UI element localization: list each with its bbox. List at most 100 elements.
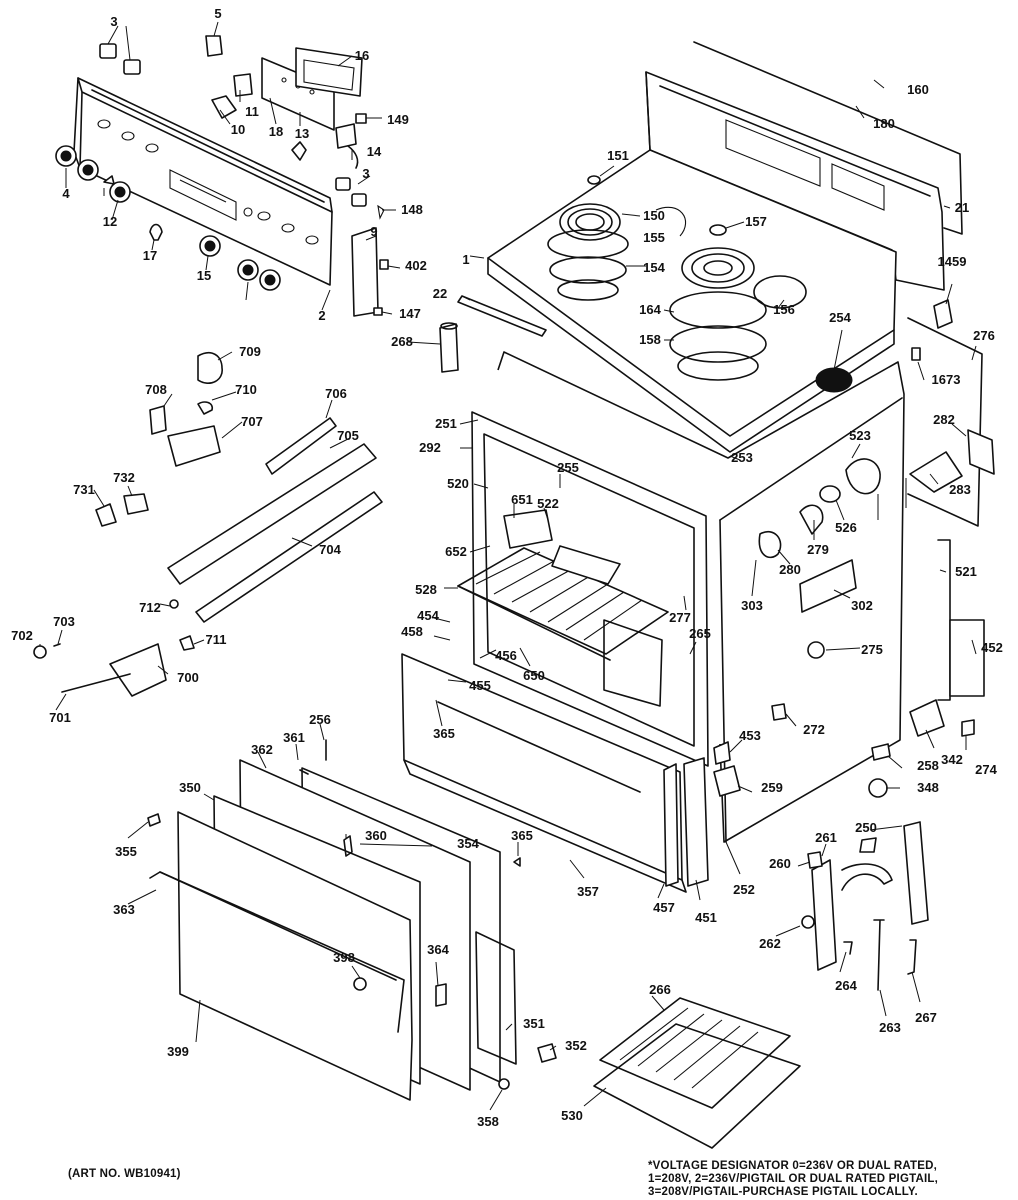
part-label: 456 bbox=[495, 648, 517, 663]
part-label: 455 bbox=[469, 678, 491, 693]
part-label: 156 bbox=[773, 302, 795, 317]
broiler-pan bbox=[593, 997, 801, 1149]
part-label: 258 bbox=[917, 758, 939, 773]
part-label: 282 bbox=[933, 412, 955, 427]
part-label: 22 bbox=[433, 286, 447, 301]
oven-door-assembly bbox=[147, 739, 557, 1101]
oven-racks bbox=[457, 509, 669, 707]
part-label: 361 bbox=[283, 730, 305, 745]
part-label: 151 bbox=[607, 148, 629, 163]
part-label: 255 bbox=[557, 460, 579, 475]
part-label: 148 bbox=[401, 202, 423, 217]
part-label: 5 bbox=[214, 6, 221, 21]
part-label: 180 bbox=[873, 116, 895, 131]
part-label: 263 bbox=[879, 1020, 901, 1035]
broiler-parts bbox=[33, 352, 383, 697]
part-label: 256 bbox=[309, 712, 331, 727]
part-label: 1673 bbox=[932, 372, 961, 387]
part-label: 253 bbox=[731, 450, 753, 465]
part-label: 702 bbox=[11, 628, 33, 643]
part-label: 520 bbox=[447, 476, 469, 491]
part-label: 351 bbox=[523, 1016, 545, 1031]
voltage-note-line: 1=208V, 2=236V/PIGTAIL OR DUAL RATED PIG… bbox=[648, 1173, 938, 1185]
part-label: 292 bbox=[419, 440, 441, 455]
part-label: 262 bbox=[759, 936, 781, 951]
part-label: 254 bbox=[829, 310, 851, 325]
part-label: 265 bbox=[689, 626, 711, 641]
part-label: 530 bbox=[561, 1108, 583, 1123]
part-label: 348 bbox=[917, 780, 939, 795]
part-label: 9 bbox=[370, 224, 377, 239]
part-label: 398 bbox=[333, 950, 355, 965]
part-label: 147 bbox=[399, 306, 421, 321]
leader-lines bbox=[39, 21, 977, 1111]
voltage-note: *VOLTAGE DESIGNATOR 0=236V OR DUAL RATED… bbox=[648, 1160, 938, 1199]
part-label: 303 bbox=[741, 598, 763, 613]
part-label: 21 bbox=[955, 200, 969, 215]
part-label: 451 bbox=[695, 910, 717, 925]
part-label: 250 bbox=[855, 820, 877, 835]
part-label: 13 bbox=[295, 126, 309, 141]
part-label: 164 bbox=[639, 302, 661, 317]
part-label: 362 bbox=[251, 742, 273, 757]
part-label: 454 bbox=[417, 608, 439, 623]
part-label: 155 bbox=[643, 230, 665, 245]
part-label: 158 bbox=[639, 332, 661, 347]
part-label: 10 bbox=[231, 122, 245, 137]
part-label: 268 bbox=[391, 334, 413, 349]
part-label: 160 bbox=[907, 82, 929, 97]
part-label: 274 bbox=[975, 762, 997, 777]
part-label: 261 bbox=[815, 830, 837, 845]
surface-elements bbox=[547, 175, 807, 381]
panel-switches bbox=[99, 35, 389, 317]
part-label: 16 bbox=[355, 48, 369, 63]
part-label: 266 bbox=[649, 982, 671, 997]
part-label: 711 bbox=[206, 632, 227, 647]
part-label: 259 bbox=[761, 780, 783, 795]
part-label: 302 bbox=[851, 598, 873, 613]
part-label: 712 bbox=[139, 600, 161, 615]
part-label: 267 bbox=[915, 1010, 937, 1025]
hinge-assembly bbox=[801, 821, 929, 991]
part-label: 706 bbox=[325, 386, 347, 401]
part-label: 365 bbox=[511, 828, 533, 843]
part-label: 652 bbox=[445, 544, 467, 559]
part-label: 350 bbox=[179, 780, 201, 795]
part-label: 157 bbox=[745, 214, 767, 229]
part-label: 357 bbox=[577, 884, 599, 899]
part-label: 355 bbox=[115, 844, 137, 859]
control-knobs bbox=[55, 145, 281, 291]
part-label: 276 bbox=[973, 328, 995, 343]
part-label: 279 bbox=[807, 542, 829, 557]
part-label: 732 bbox=[113, 470, 135, 485]
part-label: 701 bbox=[49, 710, 71, 725]
part-label: 4 bbox=[62, 186, 70, 201]
part-label: 149 bbox=[387, 112, 409, 127]
part-label: 650 bbox=[523, 668, 545, 683]
part-label: 264 bbox=[835, 978, 857, 993]
part-label: 12 bbox=[103, 214, 117, 229]
part-label: 280 bbox=[779, 562, 801, 577]
part-label: 709 bbox=[239, 344, 261, 359]
part-label: 708 bbox=[145, 382, 167, 397]
part-label: 17 bbox=[143, 248, 157, 263]
part-label: 458 bbox=[401, 624, 423, 639]
part-label: 457 bbox=[653, 900, 675, 915]
part-label: 15 bbox=[197, 268, 211, 283]
voltage-note-line: 3=208V/PIGTAIL-PURCHASE PIGTAIL LOCALLY. bbox=[648, 1186, 918, 1198]
part-label: 150 bbox=[643, 208, 665, 223]
range-body bbox=[401, 41, 983, 893]
part-label: 11 bbox=[245, 104, 259, 119]
part-label: 252 bbox=[733, 882, 755, 897]
part-label: 522 bbox=[537, 496, 559, 511]
part-label: 352 bbox=[565, 1038, 587, 1053]
part-label: 154 bbox=[643, 260, 665, 275]
part-label: 3 bbox=[110, 14, 117, 29]
part-label: 523 bbox=[849, 428, 871, 443]
part-labels: 3 5 16 160 11 18 13 10 149 180 1 4 12 17… bbox=[11, 6, 1003, 1129]
part-label: 731 bbox=[73, 482, 95, 497]
art-number: (ART NO. WB10941) bbox=[68, 1168, 181, 1180]
part-label: 1459 bbox=[938, 254, 967, 269]
part-label: 704 bbox=[319, 542, 341, 557]
part-label: 452 bbox=[981, 640, 1003, 655]
